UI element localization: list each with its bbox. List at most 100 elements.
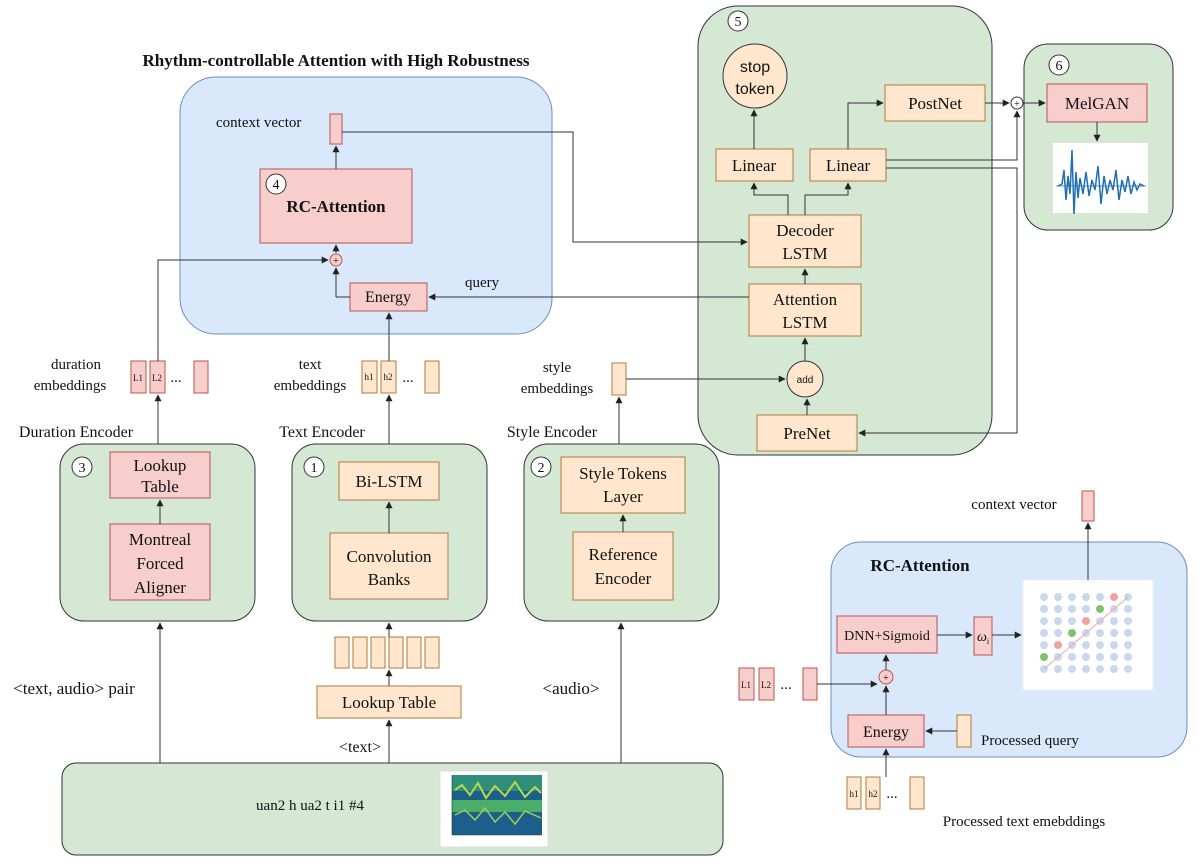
alignment-dot [1068, 653, 1076, 661]
lookup-table-orange [316, 685, 462, 719]
alignment-dot [1082, 641, 1090, 649]
duration-number: 3 [79, 461, 86, 476]
rc-l-cell [758, 667, 775, 701]
token-cell [370, 636, 386, 669]
alignment-dot [1082, 617, 1090, 625]
style-embedding-cell [611, 362, 627, 396]
phoneme-text: uan2 h ua2 t i1 #4 [256, 798, 364, 814]
style-embeddings-label-1: style [543, 360, 572, 376]
vocoder-number: 6 [1056, 59, 1063, 74]
edge [336, 268, 350, 298]
processed-text-embeddings-label: Processed text emebddings [943, 814, 1106, 830]
montreal-forced-aligner-box [109, 523, 211, 601]
bi-lstm-box [338, 461, 440, 501]
alignment-dot [1096, 593, 1104, 601]
token-cell [352, 636, 368, 669]
alignment-matrix-image [1022, 579, 1154, 691]
text-embeddings-label-1: text [299, 357, 322, 373]
output-plus-symbol: + [1014, 99, 1020, 110]
alignment-dot [1096, 629, 1104, 637]
rc-plus-symbol: + [883, 673, 889, 684]
context-vector-label: context vector [216, 115, 301, 131]
conv-banks-line1: Convolution [346, 547, 432, 566]
attention-lstm-line2: LSTM [782, 313, 827, 332]
rc-attention-detail-title: RC-Attention [870, 556, 970, 575]
text-encoder-number: 1 [311, 461, 318, 476]
alignment-dot [1068, 617, 1076, 625]
linear-label-1: Linear [732, 156, 777, 175]
decoder-lstm-line2: LSTM [782, 244, 827, 263]
alignment-dot [1110, 593, 1118, 601]
energy-label: Energy [365, 289, 411, 306]
style-encoder-number: 2 [538, 461, 545, 476]
alignment-dot [1082, 605, 1090, 613]
alignment-dot [1124, 665, 1132, 673]
duration-embeddings-label-2: embeddings [34, 378, 107, 394]
alignment-dot [1040, 605, 1048, 613]
rc-l-cell [802, 667, 818, 701]
postnet-box [884, 84, 986, 122]
postnet-label: PostNet [908, 94, 962, 113]
processed-query-label: Processed query [981, 733, 1079, 749]
edge [847, 99, 884, 149]
context-vector-cell [329, 113, 343, 145]
edge [157, 256, 329, 361]
duration-embedding-ellipsis: ... [170, 370, 181, 386]
alignment-dot [1124, 617, 1132, 625]
rc-attention-number-badge [265, 173, 287, 195]
alignment-dot [1040, 641, 1048, 649]
edge [886, 110, 1021, 161]
rc-energy-label: Energy [863, 724, 909, 741]
alignment-dot [1068, 665, 1076, 673]
alignment-dot [1040, 629, 1048, 637]
rc-detail-context-vector-cell [1081, 490, 1095, 522]
omega-symbol: ω [977, 630, 987, 645]
alignment-dot [1124, 653, 1132, 661]
alignment-dot [1068, 629, 1076, 637]
stop-token-circle [722, 43, 788, 109]
alignment-dot [1096, 653, 1104, 661]
add-label: add [797, 375, 814, 386]
alignment-dot [1110, 641, 1118, 649]
alignment-dot [1110, 617, 1118, 625]
token-cell [424, 636, 440, 669]
style-tokens-line2: Layer [603, 487, 643, 506]
token-cell [406, 636, 422, 669]
vocoder-number-badge [1048, 54, 1070, 76]
alignment-dot [1096, 641, 1104, 649]
prenet-label: PreNet [783, 424, 830, 443]
text-embedding-cell-label: h2 [384, 372, 393, 382]
alignment-dot [1054, 629, 1062, 637]
alignment-dot [1110, 653, 1118, 661]
omega-box [973, 616, 993, 656]
main-title: Rhythm-controllable Attention with High … [143, 51, 530, 70]
melgan-label: MelGAN [1065, 94, 1129, 113]
duration-encoder-label: Duration Encoder [19, 424, 134, 441]
reference-encoder-line2: Encoder [595, 569, 652, 588]
alignment-dot [1040, 617, 1048, 625]
alignment-dot [1054, 617, 1062, 625]
rc-l-ellipsis: ... [780, 677, 791, 693]
rc-attention-number: 4 [273, 178, 280, 193]
style-encoder-number-badge [530, 456, 552, 478]
rc-l-cell-label: L2 [761, 680, 771, 690]
rc-l-cell [738, 667, 755, 701]
dnn-sigmoid-label: DNN+Sigmoid [844, 629, 930, 644]
alignment-dot [1110, 629, 1118, 637]
reference-encoder-line1: Reference [589, 545, 658, 564]
omega-subscript: i [987, 637, 990, 646]
omega-label: ωi [977, 630, 990, 646]
alignment-dot [1054, 593, 1062, 601]
rc-h-cell [865, 776, 881, 810]
rc-l-cell-label: L1 [741, 680, 751, 690]
text-audio-pair-label: <text, audio> pair [13, 679, 135, 698]
edge [342, 131, 748, 246]
alignment-dot [1054, 665, 1062, 673]
alignment-dot [1124, 641, 1132, 649]
mfa-line1: Montreal [129, 530, 192, 549]
duration-number-badge [71, 456, 93, 478]
lookup-table-pink-line1: Lookup [134, 456, 187, 475]
text-encoder-label: Text Encoder [279, 424, 365, 441]
alignment-dot [1082, 593, 1090, 601]
style-tokens-line1: Style Tokens [579, 464, 667, 483]
